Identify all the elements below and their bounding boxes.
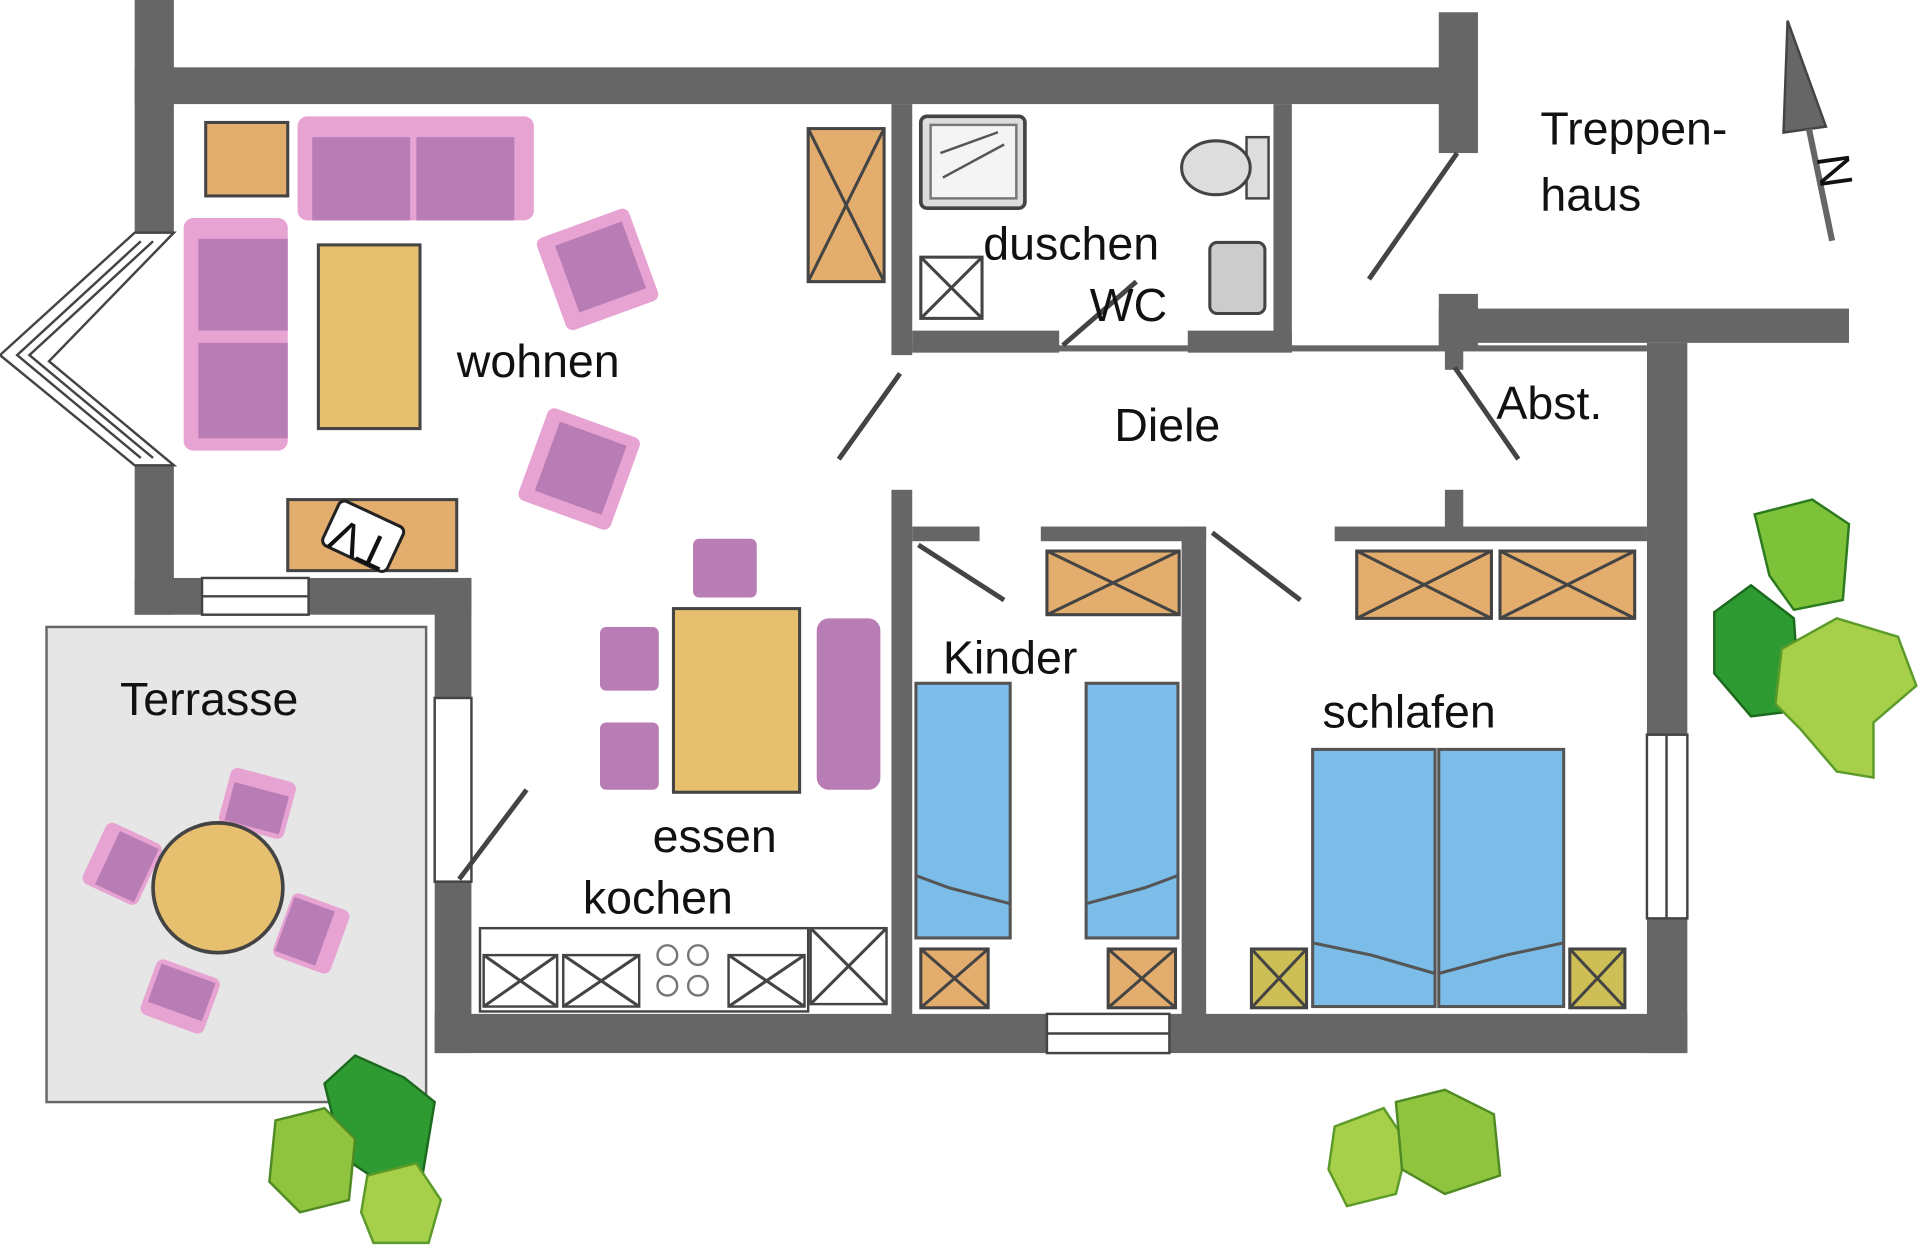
plants — [268, 498, 1918, 1245]
label-terrasse: Terrasse — [120, 673, 298, 725]
room-labels: wohnen duschen WC Treppen- haus Diele Ab… — [120, 103, 1727, 924]
north-arrow-icon: N — [1782, 20, 1863, 242]
bedroom-furniture — [1249, 549, 1637, 1010]
label-essen: essen — [653, 810, 777, 862]
label-schlafen: schlafen — [1322, 685, 1495, 737]
round-table — [151, 821, 285, 955]
sink — [1208, 240, 1267, 316]
dining-furniture — [600, 538, 881, 794]
label-abst: Abst. — [1496, 377, 1602, 429]
kids-furniture — [914, 549, 1181, 1010]
bathroom-fixtures — [918, 114, 1270, 320]
label-treppenhaus-1: Treppen- — [1540, 103, 1727, 155]
terrace-furniture — [82, 767, 350, 1034]
kitchen-counter — [478, 926, 888, 1013]
label-kinder: Kinder — [943, 631, 1077, 683]
label-wohnen: wohnen — [456, 335, 620, 387]
label-treppenhaus-2: haus — [1540, 169, 1641, 221]
label-diele: Diele — [1114, 399, 1220, 451]
tv: TV — [321, 499, 406, 580]
label-kochen: kochen — [583, 871, 733, 923]
dining-table — [671, 607, 802, 794]
coffee-table — [316, 243, 422, 431]
windows — [0, 231, 1689, 1055]
label-duschen: duschen — [983, 218, 1159, 270]
living-furniture: TV — [183, 116, 886, 580]
doors — [457, 151, 1521, 881]
walls — [134, 0, 1849, 1054]
label-wc: WC — [1090, 279, 1168, 331]
compass-label: N — [1807, 151, 1863, 192]
